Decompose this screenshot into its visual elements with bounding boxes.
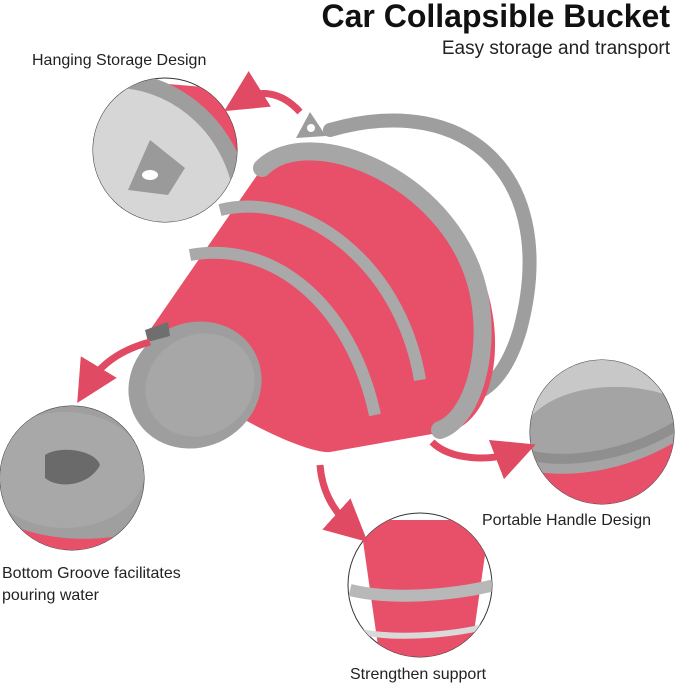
detail-handle xyxy=(529,359,675,505)
main-bucket xyxy=(128,112,537,453)
product-subtitle: Easy storage and transport xyxy=(441,38,670,59)
arrow-handle xyxy=(429,439,536,480)
feature-label-groove-line2: pouring water xyxy=(2,587,99,604)
feature-label-groove: Bottom Groove facilitates pouring water xyxy=(2,563,232,607)
arrow-hanging xyxy=(224,71,303,115)
feature-label-support: Strengthen support xyxy=(350,666,487,683)
arrow-groove xyxy=(77,338,151,404)
product-title: Car Collapsible Bucket xyxy=(321,0,670,34)
feature-label-handle: Portable Handle Design xyxy=(482,512,651,529)
arrow-support xyxy=(316,464,368,543)
detail-hanging xyxy=(92,77,238,223)
feature-label-hanging: Hanging Storage Design xyxy=(32,52,207,69)
feature-label-groove-line1: Bottom Groove facilitates xyxy=(2,565,181,582)
detail-support xyxy=(347,512,493,658)
detail-groove xyxy=(0,405,145,551)
